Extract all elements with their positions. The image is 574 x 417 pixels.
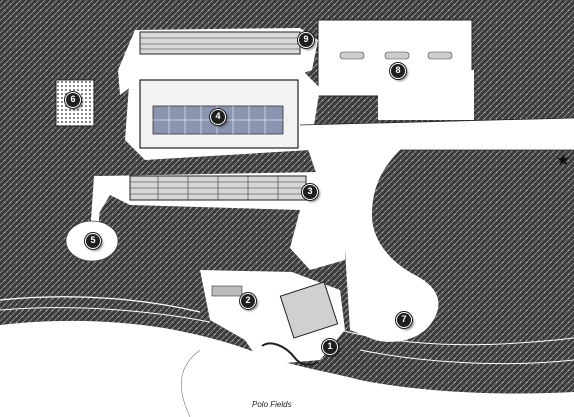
star-icon: ★ [556,150,571,169]
site-marker-8[interactable]: 8 [390,63,406,79]
polo-fields-label: Polo Fields [252,400,292,409]
parking-island [339,51,365,60]
lower-building [279,281,339,339]
access-road [300,118,574,342]
site-marker-7[interactable]: 7 [396,312,412,328]
site-marker-5[interactable]: 5 [85,233,101,249]
top-stable-stalls [140,37,300,50]
polo-field-clearing [0,320,574,417]
field-contour [181,349,201,417]
field-contour [0,296,201,313]
lower-shed [211,285,243,297]
site-marker-9[interactable]: 9 [298,32,314,48]
site-marker-4[interactable]: 4 [210,109,226,125]
top-stable-building [139,31,301,55]
middle-stable-stalls [130,176,306,200]
road-edge [299,117,574,126]
site-marker-1[interactable]: 1 [322,339,338,355]
site-marker-6[interactable]: 6 [65,92,81,108]
parking-island [384,51,410,60]
field-contour [0,307,211,323]
site-marker-2[interactable]: 2 [240,293,256,309]
lower-driveway [261,342,319,366]
parking-island [427,51,453,60]
field-contour [359,349,574,365]
site-marker-3[interactable]: 3 [302,184,318,200]
